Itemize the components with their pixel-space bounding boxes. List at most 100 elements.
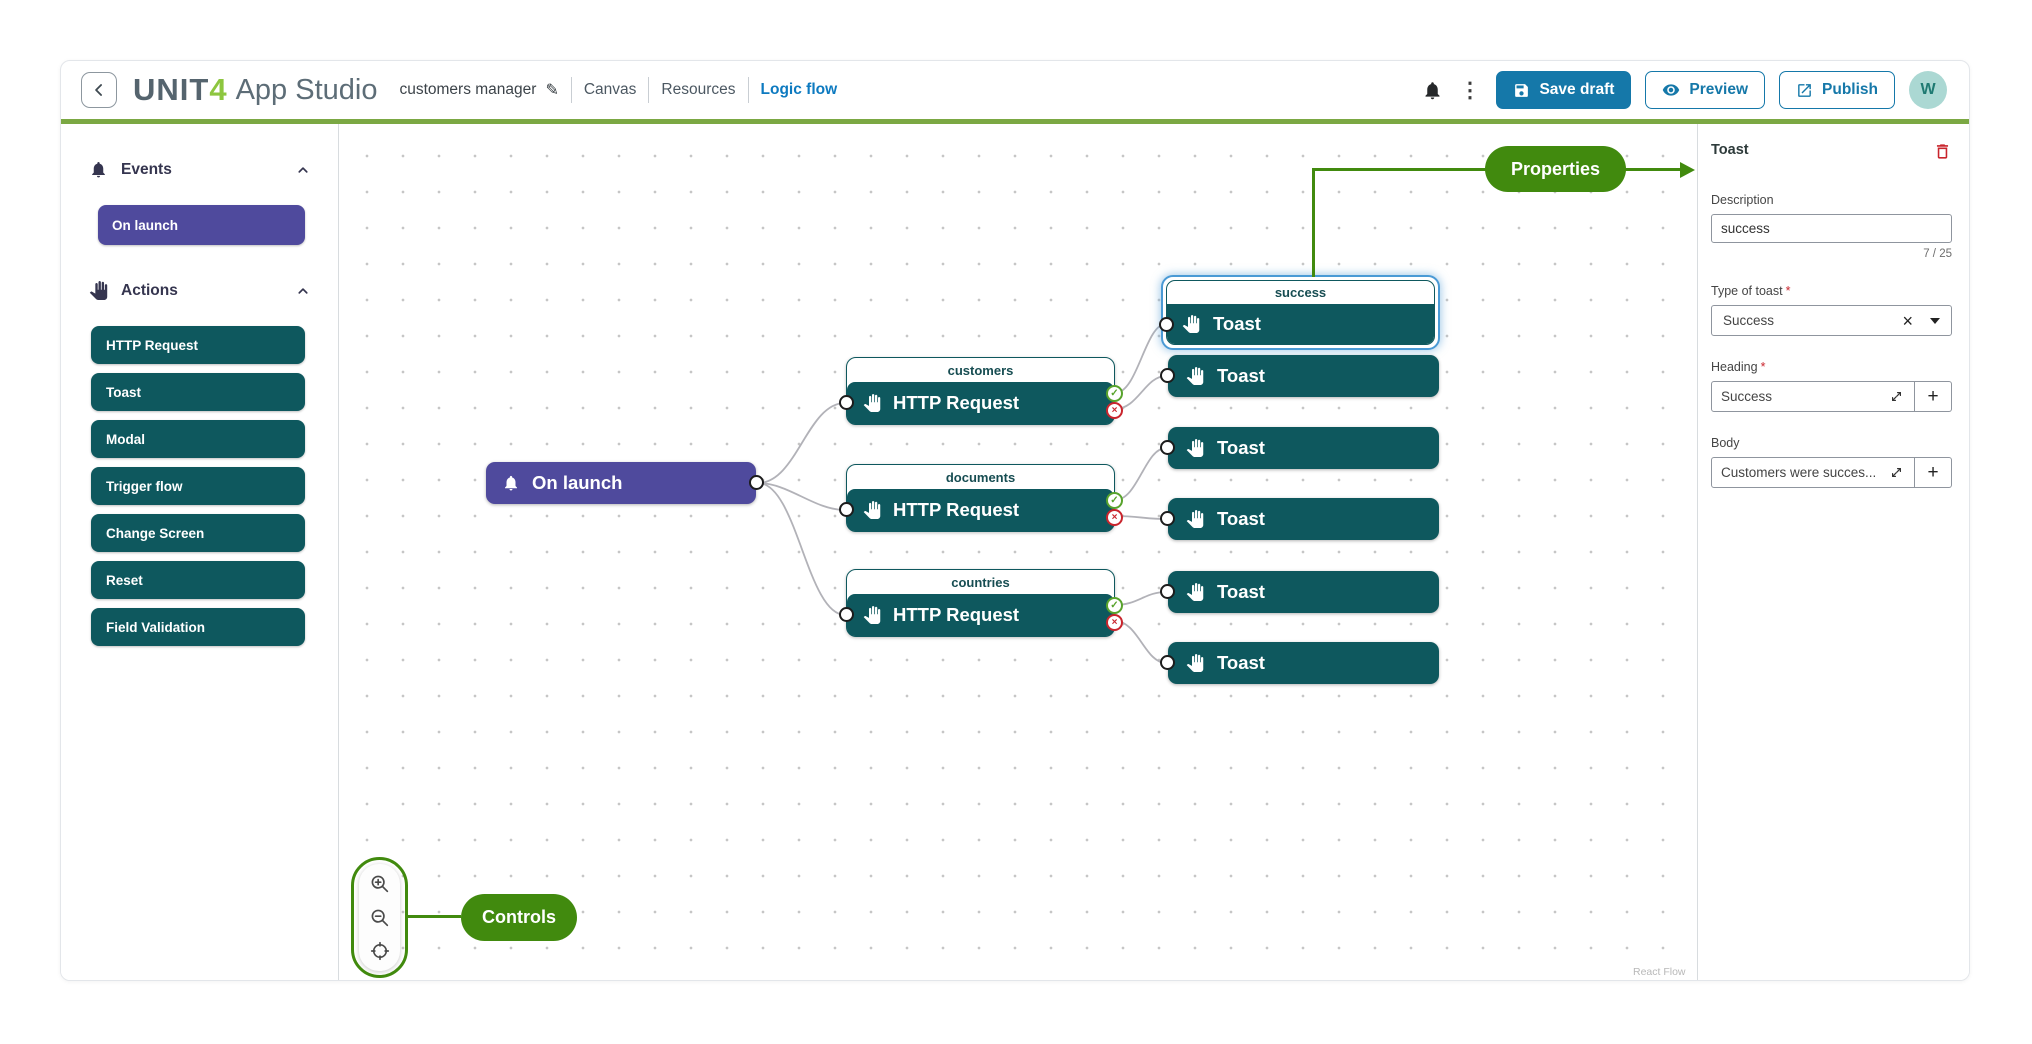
palette-item-change-screen[interactable]: Change Screen bbox=[91, 514, 305, 552]
hand-icon bbox=[1186, 654, 1204, 672]
node-label: Toast bbox=[1217, 581, 1265, 603]
error-handle[interactable]: × bbox=[1106, 614, 1123, 631]
palette-item-modal[interactable]: Modal bbox=[91, 420, 305, 458]
publish-button[interactable]: Publish bbox=[1779, 71, 1895, 109]
zoom-out-button[interactable] bbox=[369, 907, 391, 929]
toast-type-select[interactable]: Success × bbox=[1711, 305, 1952, 336]
hand-icon bbox=[863, 606, 881, 624]
target-handle[interactable] bbox=[1160, 655, 1175, 670]
chevron-down-icon[interactable] bbox=[1930, 318, 1940, 324]
node-body: Toast bbox=[1167, 304, 1434, 344]
delete-node-button[interactable] bbox=[1933, 142, 1952, 161]
zoom-in-button[interactable] bbox=[369, 873, 391, 895]
publish-icon bbox=[1796, 82, 1813, 99]
error-handle[interactable]: × bbox=[1106, 402, 1123, 419]
body-input[interactable]: Customers were succes... bbox=[1711, 457, 1915, 488]
publish-label: Publish bbox=[1822, 81, 1878, 99]
palette-item-reset[interactable]: Reset bbox=[91, 561, 305, 599]
panel-title: Toast bbox=[1711, 142, 1749, 158]
body-value: Customers were succes... bbox=[1721, 465, 1876, 480]
more-options-button[interactable]: ⋮ bbox=[1459, 78, 1480, 103]
target-handle[interactable] bbox=[1160, 440, 1175, 455]
react-flow-attribution[interactable]: React Flow bbox=[1633, 966, 1686, 978]
save-draft-button[interactable]: Save draft bbox=[1496, 71, 1631, 109]
target-handle[interactable] bbox=[1160, 511, 1175, 526]
bell-icon bbox=[1422, 80, 1443, 101]
node-label: HTTP Request bbox=[893, 499, 1019, 521]
node-body: HTTP Request bbox=[847, 382, 1114, 424]
body-field-row: Customers were succes... + bbox=[1711, 457, 1952, 488]
palette-item-toast[interactable]: Toast bbox=[91, 373, 305, 411]
node-on-launch[interactable]: On launch bbox=[486, 462, 756, 504]
flow-canvas[interactable]: On launch customers HTTP Request ✓ × doc… bbox=[339, 124, 1697, 980]
toast-type-label: Type of toast* bbox=[1711, 284, 1952, 298]
palette-item-trigger-flow[interactable]: Trigger flow bbox=[91, 467, 305, 505]
zoom-in-icon bbox=[369, 873, 391, 895]
node-title: customers bbox=[847, 358, 1114, 382]
required-mark: * bbox=[1761, 360, 1766, 374]
chevron-left-icon bbox=[89, 80, 109, 100]
brand-digit: 4 bbox=[209, 72, 227, 107]
palette-item-field-validation[interactable]: Field Validation bbox=[91, 608, 305, 646]
chevron-up-icon[interactable] bbox=[294, 282, 312, 300]
required-mark: * bbox=[1786, 284, 1791, 298]
fit-view-button[interactable] bbox=[369, 940, 391, 962]
node-http-request-customers[interactable]: customers HTTP Request ✓ × bbox=[846, 357, 1115, 425]
target-handle[interactable] bbox=[839, 502, 854, 517]
chevron-up-icon[interactable] bbox=[294, 161, 312, 179]
tab-logic-flow[interactable]: Logic flow bbox=[761, 81, 838, 99]
description-label: Description bbox=[1711, 193, 1952, 207]
node-toast-2[interactable]: Toast bbox=[1168, 355, 1439, 397]
node-toast-6[interactable]: Toast bbox=[1168, 642, 1439, 684]
hand-icon bbox=[1186, 510, 1204, 528]
success-handle[interactable]: ✓ bbox=[1106, 597, 1123, 614]
properties-callout-line bbox=[1312, 168, 1486, 171]
tab-canvas[interactable]: Canvas bbox=[584, 81, 637, 99]
success-handle[interactable]: ✓ bbox=[1106, 492, 1123, 509]
app-window: UNIT4 App Studio customers manager ✎ Can… bbox=[60, 60, 1970, 981]
node-label: Toast bbox=[1217, 652, 1265, 674]
edit-project-icon[interactable]: ✎ bbox=[545, 80, 558, 100]
node-title: success bbox=[1167, 281, 1434, 304]
target-handle[interactable] bbox=[839, 607, 854, 622]
target-handle[interactable] bbox=[1160, 584, 1175, 599]
error-handle[interactable]: × bbox=[1106, 509, 1123, 526]
node-http-request-countries[interactable]: countries HTTP Request ✓ × bbox=[846, 569, 1115, 637]
hand-icon bbox=[1182, 315, 1200, 333]
notifications-button[interactable] bbox=[1422, 80, 1443, 101]
node-toast-5[interactable]: Toast bbox=[1168, 571, 1439, 613]
body-label: Body bbox=[1711, 436, 1952, 450]
heading-label: Heading* bbox=[1711, 360, 1952, 374]
node-http-request-documents[interactable]: documents HTTP Request ✓ × bbox=[846, 464, 1115, 532]
hand-icon bbox=[863, 394, 881, 412]
actions-section-header[interactable]: Actions bbox=[61, 281, 338, 300]
expand-editor-button[interactable] bbox=[1888, 464, 1905, 481]
user-avatar[interactable]: W bbox=[1909, 71, 1947, 109]
back-button[interactable] bbox=[81, 72, 117, 108]
node-toast-success-selected[interactable]: success Toast bbox=[1161, 275, 1440, 350]
tab-resources[interactable]: Resources bbox=[661, 81, 735, 99]
node-toast-3[interactable]: Toast bbox=[1168, 427, 1439, 469]
palette-item-on-launch[interactable]: On launch bbox=[98, 205, 305, 245]
success-handle[interactable]: ✓ bbox=[1106, 385, 1123, 402]
node-toast-4[interactable]: Toast bbox=[1168, 498, 1439, 540]
add-binding-button[interactable]: + bbox=[1915, 381, 1952, 412]
canvas-controls bbox=[359, 864, 400, 971]
target-handle[interactable] bbox=[1159, 317, 1174, 332]
palette-item-http-request[interactable]: HTTP Request bbox=[91, 326, 305, 364]
zoom-out-icon bbox=[369, 907, 391, 929]
expand-editor-button[interactable] bbox=[1888, 388, 1905, 405]
add-binding-button[interactable]: + bbox=[1915, 457, 1952, 488]
heading-input[interactable]: Success bbox=[1711, 381, 1915, 412]
description-input[interactable] bbox=[1711, 214, 1952, 243]
arrow-head-icon bbox=[1680, 162, 1695, 178]
source-handle[interactable] bbox=[749, 475, 764, 490]
toast-type-value: Success bbox=[1723, 313, 1774, 328]
properties-callout-label: Properties bbox=[1485, 146, 1626, 192]
brand-logo: UNIT4 bbox=[133, 72, 228, 108]
preview-button[interactable]: Preview bbox=[1645, 71, 1765, 109]
events-section-header[interactable]: Events bbox=[61, 160, 338, 179]
target-handle[interactable] bbox=[1160, 368, 1175, 383]
target-handle[interactable] bbox=[839, 395, 854, 410]
clear-selection-icon[interactable]: × bbox=[1902, 312, 1913, 330]
